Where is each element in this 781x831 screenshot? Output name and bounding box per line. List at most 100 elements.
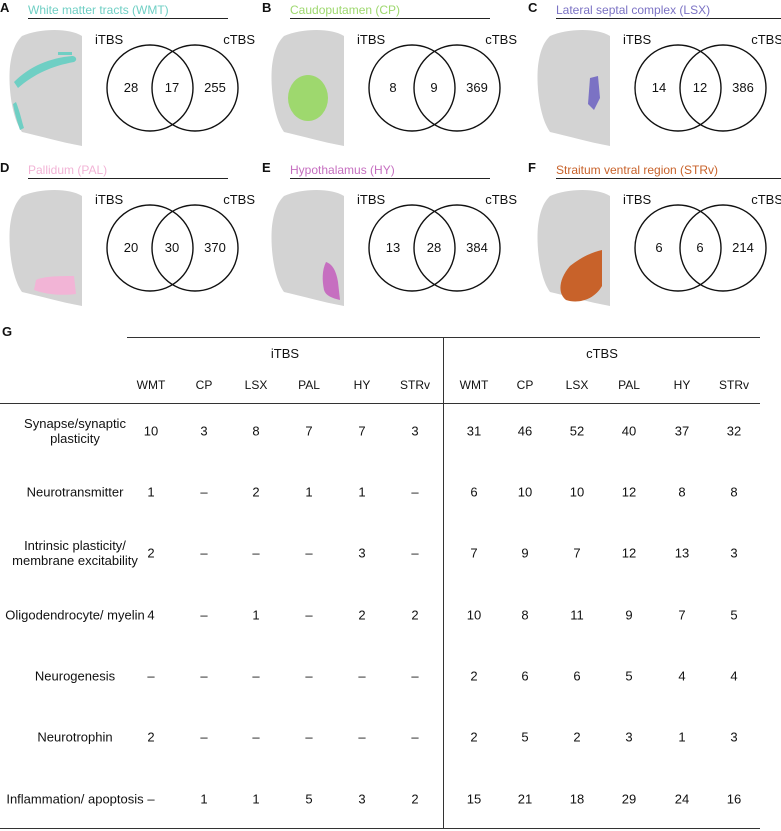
venn-right-only-count: 369 (466, 80, 488, 95)
venn-right-label: cTBS (485, 192, 517, 207)
table-cell: – (305, 668, 313, 684)
table-cell: 11 (570, 607, 584, 623)
column-header: STRv (719, 378, 749, 392)
venn-right-label: cTBS (223, 32, 255, 47)
row-label: Inflammation/ apoptosis (6, 791, 144, 807)
table-cell: – (411, 545, 419, 561)
table-cell: 8 (521, 607, 529, 623)
venn-left-label: iTBS (95, 32, 124, 47)
table-cell: – (358, 668, 366, 684)
panel-title-a: White matter tracts (WMT) (28, 3, 169, 17)
venn-circle-right (151, 44, 239, 132)
group-header-itbs: iTBS (270, 346, 300, 361)
strv-region-mark (560, 250, 602, 302)
venn-overlap-count: 9 (430, 80, 437, 95)
panel-title-rule (556, 178, 781, 179)
table-cell: 9 (521, 545, 529, 561)
table-cell: 4 (147, 607, 155, 623)
column-header: CP (195, 378, 213, 392)
table-cell: 10 (569, 484, 585, 500)
table-cell: – (200, 484, 208, 500)
table-cell: – (305, 729, 313, 745)
venn-overlap-count: 30 (165, 240, 179, 255)
panel-title-rule (290, 18, 490, 19)
table-cell: 13 (674, 545, 690, 561)
table-cell: 4 (730, 668, 738, 684)
venn-overlap-count: 17 (165, 80, 179, 95)
venn-left-label: iTBS (623, 32, 652, 47)
column-header: PAL (618, 378, 640, 392)
venn-circle-left (106, 204, 194, 292)
table-cell: 24 (674, 791, 690, 807)
brain-section-image (9, 190, 82, 306)
table-cell: 6 (573, 668, 581, 684)
table-cell: 7 (573, 545, 581, 561)
table-cell: – (252, 668, 260, 684)
table-cell: 8 (678, 484, 686, 500)
panel-label-b: B (262, 0, 272, 15)
venn-right-only-count: 370 (204, 240, 226, 255)
venn-right-only-count: 386 (732, 80, 754, 95)
table-cell: 21 (517, 791, 533, 807)
table-cell: 2 (573, 729, 581, 745)
venn-circle-left (106, 44, 194, 132)
table-cell: 3 (730, 729, 738, 745)
pal-region-mark (34, 276, 76, 295)
table-cell: 7 (305, 423, 313, 439)
table-cell: – (200, 545, 208, 561)
venn-right-only-count: 384 (466, 240, 488, 255)
venn-left-label: iTBS (95, 192, 124, 207)
table-cell: 52 (569, 423, 585, 439)
table-cell: 6 (521, 668, 529, 684)
table-cell: 2 (470, 668, 478, 684)
panel-label-c: C (528, 0, 538, 15)
table-cell: – (200, 668, 208, 684)
venn-left-only-count: 8 (389, 80, 396, 95)
table-cell: 6 (470, 484, 478, 500)
venn-left-label: iTBS (357, 192, 386, 207)
table-cell: 1 (358, 484, 366, 500)
venn-left-only-count: 6 (655, 240, 662, 255)
table-cell: 2 (411, 791, 419, 807)
table-cell: – (200, 729, 208, 745)
column-header: WMT (459, 378, 489, 392)
venn-right-label: cTBS (751, 192, 781, 207)
brain-section-image (271, 190, 344, 306)
table-cell: – (411, 484, 419, 500)
column-header: STRv (400, 378, 430, 392)
brain-outline (537, 30, 610, 146)
venn-circle-left (368, 204, 456, 292)
venn-circle-left (634, 204, 722, 292)
venn-left-only-count: 20 (124, 240, 138, 255)
venn-left-only-count: 13 (386, 240, 400, 255)
row-label: Neurotrophin (37, 729, 113, 745)
table-cell: 12 (621, 545, 637, 561)
table-cell: 8 (252, 423, 260, 439)
table-group-divider (443, 337, 444, 829)
table-cell: 29 (621, 791, 637, 807)
table-cell: 1 (147, 484, 155, 500)
panel-title-rule (290, 178, 490, 179)
table-cell: – (200, 607, 208, 623)
table-cell: 5 (625, 668, 633, 684)
table-cell: 4 (678, 668, 686, 684)
table-cell: – (305, 607, 313, 623)
panel-title-d: Pallidum (PAL) (28, 163, 108, 177)
column-header: WMT (136, 378, 166, 392)
row-label: Oligodendrocyte/ myelin (5, 607, 145, 623)
table-cell: 1 (252, 607, 260, 623)
panel-title-rule (556, 18, 781, 19)
panel-title-c: Lateral septal complex (LSX) (556, 3, 711, 17)
table-cell: 12 (621, 484, 637, 500)
table-cell: 7 (470, 545, 478, 561)
